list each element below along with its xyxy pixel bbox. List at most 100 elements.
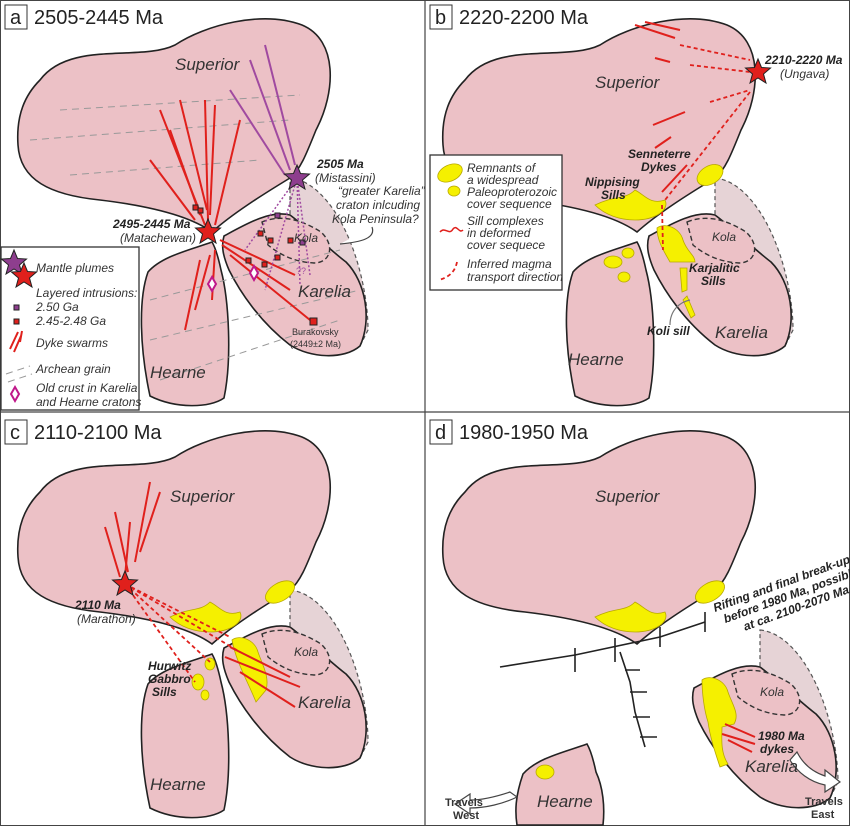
legend-sill-icon: [439, 226, 464, 233]
panel-title: 2220-2200 Ma: [459, 7, 589, 29]
travels-east-line2: East: [811, 809, 835, 821]
old-crust-marker: [248, 263, 260, 283]
label-hearne: Hearne: [150, 363, 206, 382]
panel-a: a 2505-2445 Ma Superior Hearne Karelia K…: [0, 4, 426, 411]
panel-letter-box: [429, 419, 453, 445]
legend-oldcrust1: Old crust in Karelia: [36, 381, 138, 395]
legend-grain-icon: [5, 365, 33, 383]
travels-west-arrow: [453, 791, 519, 816]
legend-remnants-4: cover sequence: [467, 197, 552, 211]
travels-east-arrow: [789, 750, 842, 794]
panel-title: 2505-2445 Ma: [34, 7, 164, 29]
senneterre-line2: Dykes: [641, 160, 677, 174]
panel-letter: b: [435, 7, 446, 29]
plume2-name: (Matachewan): [120, 231, 196, 245]
label-superior: Superior: [595, 73, 661, 92]
hurwitz-line2: Gabbro: [148, 672, 191, 686]
label-kola: Kola: [294, 231, 318, 245]
legend-plumes: Mantle plumes: [36, 261, 114, 275]
cover-remnants: [169, 580, 295, 703]
mistassini-swarm: [229, 44, 311, 291]
ungava-swarm: [634, 21, 751, 251]
legend-245-icon: [13, 318, 20, 325]
legend-magma-2: transport direction: [467, 270, 563, 284]
label-kola: Kola: [760, 685, 784, 699]
rift-system: [499, 612, 706, 748]
dykes-1980: [721, 723, 756, 753]
plume1-age: 2505 Ma: [316, 157, 364, 171]
travels-west-line1: Travels: [445, 797, 483, 809]
legend-sills-2: in deformed: [467, 226, 531, 240]
panel-letter-box: [4, 419, 28, 445]
dyke-swarms: [149, 99, 311, 331]
legend-sills-1: Sill complexes: [467, 214, 544, 228]
label-karelia: Karelia: [745, 757, 798, 776]
legend-magma-icon: [438, 261, 458, 281]
legend-magma-1: Inferred magma: [467, 257, 552, 271]
panel-title: 1980-1950 Ma: [459, 422, 589, 444]
label-karelia: Karelia: [298, 282, 351, 301]
burakovsky-label: Burakovsky: [292, 327, 339, 337]
panel-letter-box: [4, 4, 28, 30]
panel-c: c 2110-2100 Ma Superior Hearne Karelia K…: [4, 419, 369, 819]
label-hearne: Hearne: [568, 350, 624, 369]
greater-karelia-line3: Kola Peninsula?: [332, 212, 419, 226]
cover-remnant: [695, 580, 725, 604]
koli-label: Koli sill: [647, 324, 690, 338]
panel-letter-box: [429, 4, 453, 30]
legend-b: Remnants of a widespread Paleoproterozoi…: [429, 154, 563, 291]
panel-b: b 2220-2200 Ma Superior Hearne Karelia K…: [429, 4, 843, 407]
question-marks: ??: [296, 266, 306, 276]
cover-remnant: [594, 601, 667, 633]
cover-remnant: [701, 677, 737, 768]
legend-layered: Layered intrusions:: [36, 286, 137, 300]
karjalitic-line1: Karjalitic: [689, 261, 740, 275]
koli-arrow: [669, 299, 691, 326]
legend-remnants-3: Paleoproterozoic: [467, 185, 557, 199]
hurwitz-line1: Hurwitz: [148, 659, 191, 673]
nippising-line2: Sills: [601, 188, 626, 202]
legend-245: 2.45-2.48 Ga: [35, 314, 106, 328]
plume-name: (Ungava): [780, 67, 829, 81]
marathon-swarm: [104, 481, 301, 708]
plume2-age: 2495-2445 Ma: [112, 217, 191, 231]
legend-grain: Archean grain: [35, 362, 111, 376]
label-hearne: Hearne: [150, 775, 206, 794]
legend-dykes: Dyke swarms: [36, 336, 108, 350]
label-superior: Superior: [595, 487, 661, 506]
plume1-name: (Mistassini): [315, 171, 376, 185]
plume-name: (Marathon): [77, 612, 136, 626]
cover-remnant: [535, 764, 555, 780]
legend-250-icon: [13, 304, 20, 311]
burakovsky-age: (2449±2 Ma): [290, 339, 341, 349]
plume-age: 2110 Ma: [74, 598, 121, 612]
karjalitic-line2: Sills: [701, 274, 726, 288]
legend-oldcrust-icon: [9, 384, 21, 404]
nippising-line1: Nippising: [585, 175, 640, 189]
panel-title: 2110-2100 Ma: [34, 422, 162, 444]
legend-oldcrust2: and Hearne cratons: [36, 395, 141, 409]
legend-sills-3: cover sequece: [467, 238, 545, 252]
label-kola: Kola: [294, 645, 318, 659]
panel-letter: d: [435, 422, 446, 444]
label-kola: Kola: [712, 230, 736, 244]
layered-intrusions: [192, 204, 318, 326]
senneterre-line1: Senneterre: [628, 147, 691, 161]
label-karelia: Karelia: [298, 693, 351, 712]
legend-250: 2.50 Ga: [35, 300, 79, 314]
plume-age: 2210-2220 Ma: [764, 53, 843, 67]
greater-karelia-arrow: [339, 226, 374, 245]
legend-remnants-1: Remnants of: [467, 161, 537, 175]
panel-letter: a: [10, 7, 22, 29]
dykes-line2: dykes: [760, 742, 794, 756]
label-hearne: Hearne: [537, 792, 593, 811]
label-karelia: Karelia: [715, 323, 768, 342]
greater-karelia-line2: craton inlcuding: [336, 198, 420, 212]
legend-remnants-2: a widespread: [467, 173, 539, 187]
label-superior: Superior: [175, 55, 241, 74]
travels-east-line1: Travels: [805, 796, 843, 808]
dykes-line1: 1980 Ma: [758, 729, 805, 743]
travels-west-line2: West: [453, 810, 479, 822]
greater-karelia-line1: “greater Karelia”: [338, 184, 426, 198]
